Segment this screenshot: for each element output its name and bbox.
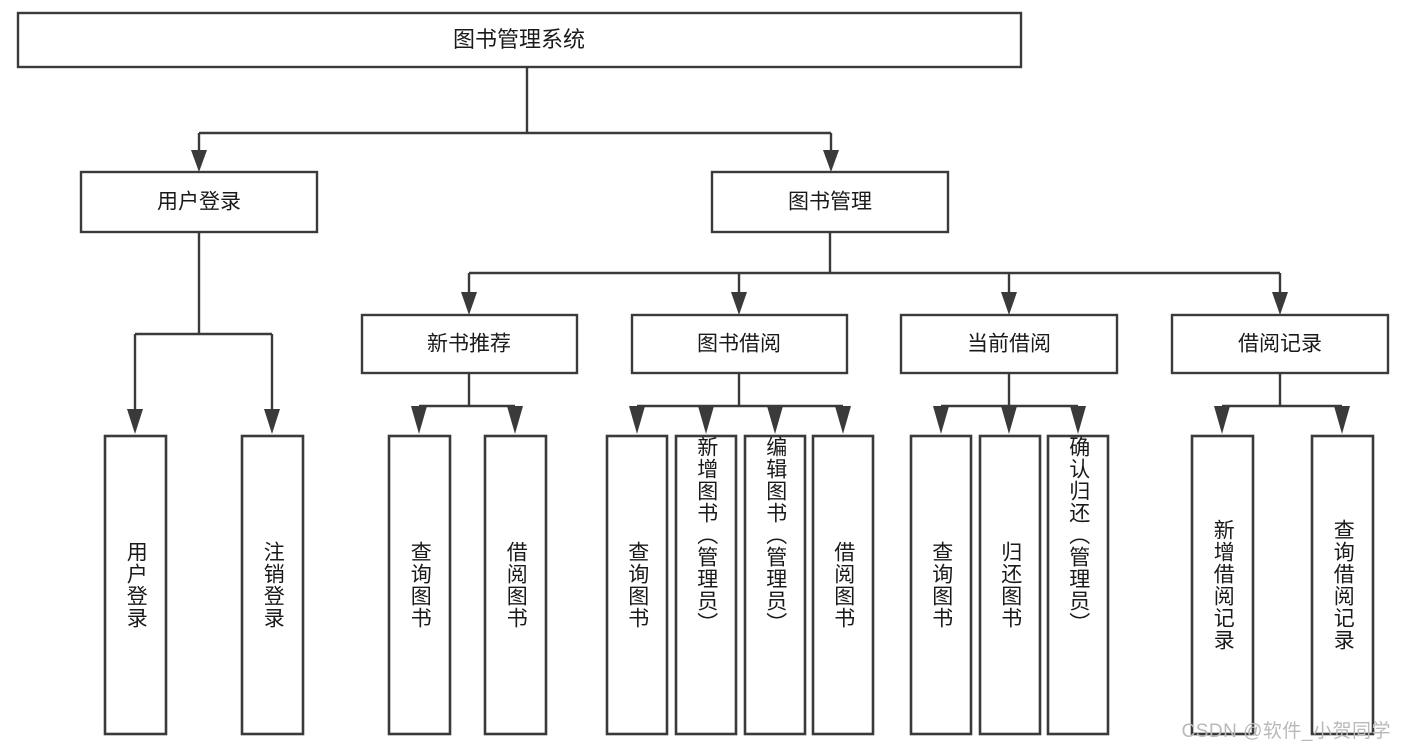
arrow-current-borrow-icon [1001,292,1017,315]
connector-current-borrow-to-leaves [933,373,1086,434]
node-current-borrow[interactable]: 当前借阅 [899,313,1119,375]
arrow-bb-leaf-2-icon [698,406,714,434]
node-user-login-label: 用户登录 [157,191,241,214]
node-new-book-recommend[interactable]: 新书推荐 [360,313,579,375]
node-current-borrow-box [899,313,1119,375]
arrow-leaf-logout-icon [264,409,280,434]
arrow-bb-leaf-3-icon [767,406,783,434]
node-new-book-recommend-label: 新书推荐 [427,333,511,356]
node-borrow-record[interactable]: 借阅记录 [1170,313,1390,375]
leaf-box-bb-query-book[interactable] [605,434,669,736]
arrow-br-leaf-1-icon [1214,406,1230,434]
leaf-box-cb-return-book[interactable] [978,434,1042,736]
arrow-br-leaf-2-icon [1334,406,1350,434]
leaf-box-user-login[interactable] [103,434,168,736]
arrow-cb-leaf-2-icon [1001,406,1017,434]
leaf-box-cb-confirm-return[interactable] [1046,434,1110,736]
node-book-borrow-label: 图书借阅 [697,333,781,356]
leaf-box-nbr-borrow-book[interactable] [483,434,548,736]
arrow-new-book-recommend-icon [461,292,477,315]
leaf-box-logout[interactable] [240,434,305,736]
arrow-to-book-manage-icon [823,150,839,172]
node-user-login[interactable]: 用户登录 [79,170,319,234]
node-borrow-record-label: 借阅记录 [1238,333,1322,356]
leaf-box-br-add-record[interactable] [1190,434,1255,736]
connector-book-borrow-to-leaves [629,373,851,434]
arrow-borrow-record-icon [1272,292,1288,315]
node-root[interactable]: 图书管理系统 [16,11,1023,69]
leaf-box-bb-edit-book[interactable] [743,434,807,736]
leaf-box-br-query-record[interactable] [1310,434,1375,736]
node-book-manage[interactable]: 图书管理 [710,170,950,234]
arrow-cb-leaf-1-icon [933,406,949,434]
node-borrow-record-box [1170,313,1390,375]
connector-new-book-recommend-to-leaves [411,373,523,434]
leaf-box-nbr-query-book[interactable] [387,434,452,736]
node-current-borrow-label: 当前借阅 [967,333,1051,356]
arrow-leaf-user-login-icon [127,409,143,434]
arrow-cb-leaf-3-icon [1070,406,1086,434]
arrow-nbr-leaf-1-icon [411,406,427,434]
connector-book-manage-to-level3 [461,232,1288,315]
arrow-nbr-leaf-2-icon [507,406,523,434]
leaf-box-cb-query-book[interactable] [909,434,973,736]
node-book-manage-box [710,170,950,234]
arrow-to-user-login-icon [191,150,207,172]
arrow-bb-leaf-1-icon [629,406,645,434]
leaf-box-bb-borrow-book[interactable] [811,434,875,736]
node-book-borrow-box [630,313,849,375]
arrow-book-borrow-icon [731,292,747,315]
node-book-manage-label: 图书管理 [788,191,872,214]
node-root-label: 图书管理系统 [453,27,585,52]
node-book-borrow[interactable]: 图书借阅 [630,313,849,375]
connector-root-to-level2 [191,67,839,172]
connector-user-login-to-leaves [127,232,280,434]
node-root-box [16,11,1023,69]
node-new-book-recommend-box [360,313,579,375]
leaf-box-bb-add-book[interactable] [674,434,738,736]
arrow-bb-leaf-4-icon [835,406,851,434]
connector-borrow-record-to-leaves [1214,373,1350,434]
